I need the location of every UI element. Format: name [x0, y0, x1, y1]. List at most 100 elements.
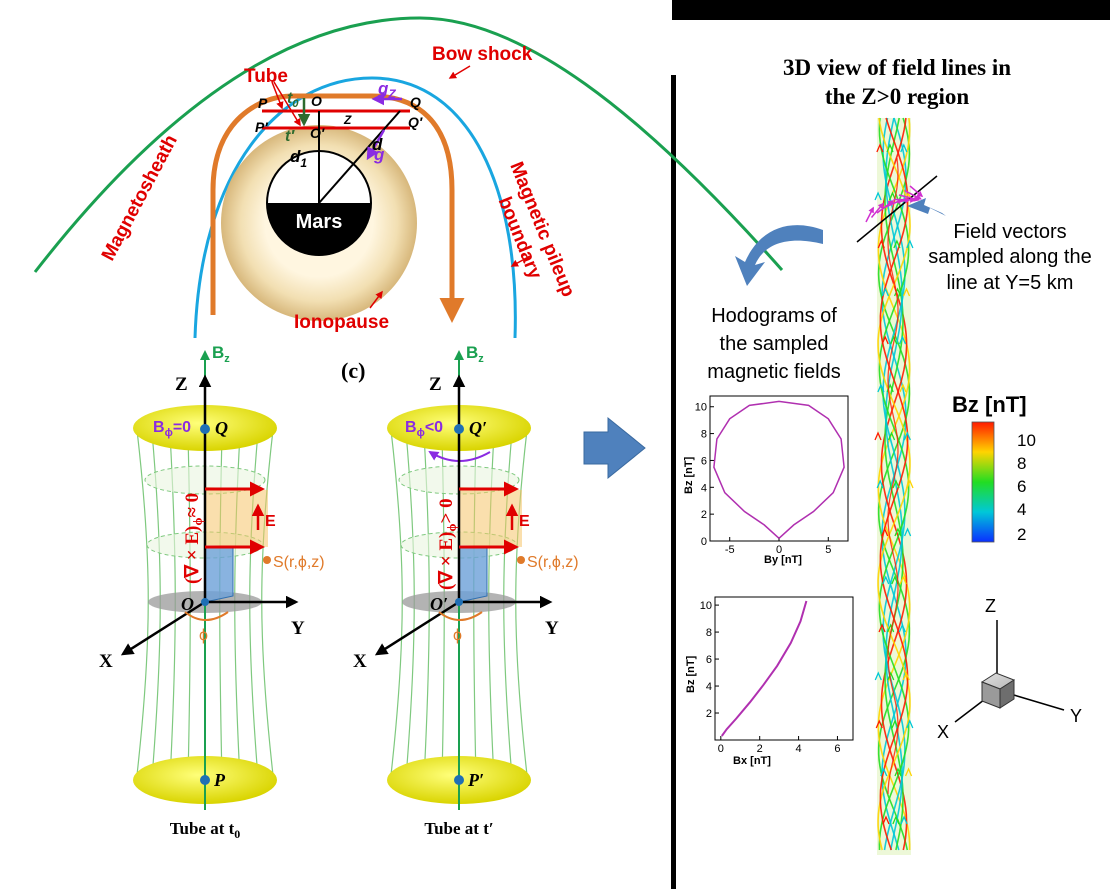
- hodogram-pointer: [735, 225, 823, 286]
- tube-left-phi-arc: [184, 611, 229, 621]
- field-vectors: [865, 185, 924, 223]
- field-line-arrow: [887, 431, 896, 441]
- tube-right-p-label: P′: [467, 770, 484, 790]
- hodogram-ytick-label: 4: [701, 482, 707, 494]
- mars-label: Mars: [296, 211, 343, 233]
- mpb-pointer: [510, 255, 531, 267]
- hodogram-bottom-xlabel: Bx [nT]: [733, 755, 771, 767]
- tube-label: Tube: [244, 66, 288, 87]
- bow-shock-label: Bow shock: [432, 44, 533, 65]
- tube-left-caption: Tube at t0: [170, 819, 241, 841]
- tube-right-bphi-label: Bϕ<0: [405, 419, 443, 439]
- tube-right: Bz Z Y X Bϕ<0 Q′ O′ P′ (∇ × E)ϕ> 0 E S(r…: [353, 343, 579, 838]
- radius-d: [318, 110, 401, 204]
- tube-left-region: [205, 487, 268, 547]
- field-line-arrow: [892, 815, 900, 825]
- field-line-arrow: [891, 575, 899, 585]
- field-line-arrow: [899, 383, 907, 393]
- panel-divider: [671, 75, 676, 889]
- field-line-arrow: [881, 335, 889, 345]
- colorbar-tick: 8: [1017, 454, 1026, 473]
- tube-left-phi-label: ϕ: [199, 627, 208, 644]
- tube-right-bz-label: Bz: [466, 343, 484, 365]
- mpb-label: Magnetic pileup boundary: [494, 159, 579, 300]
- panel-transition-arrow: [583, 416, 646, 480]
- mpb-curve: [193, 76, 517, 339]
- view3d-title-line1: 3D view of field lines in: [783, 55, 1011, 80]
- field-vectors-pointer: [907, 198, 946, 216]
- field-line: [881, 117, 907, 851]
- hodogram-ytick-label: 6: [701, 455, 707, 467]
- hodogram-xtick-label: 5: [825, 544, 831, 556]
- hodogram-ytick-label: 6: [706, 654, 712, 666]
- field-line-arrow: [891, 719, 899, 729]
- field-vector: [909, 185, 924, 198]
- label-t0: t0: [287, 90, 299, 110]
- tube-left-bz-label: Bz: [212, 343, 230, 365]
- triad-cube-side: [999, 679, 1015, 709]
- tube-right-x-label: X: [353, 651, 367, 672]
- tube-left-o-label: O: [181, 594, 194, 614]
- tube-right-region: [459, 487, 522, 547]
- field-vector: [865, 206, 874, 223]
- svg-text:the sampled: the sampled: [720, 333, 829, 355]
- field-line-arrow: [900, 143, 908, 153]
- colorbar-tick: 10: [1017, 431, 1036, 450]
- label-d: d: [372, 135, 383, 154]
- field-line-arrow: [903, 431, 911, 441]
- tube-right-o-label: O′: [430, 594, 448, 614]
- field-line-arrow: [881, 287, 889, 297]
- field-line-arrow: [903, 527, 912, 537]
- orientation-triad: Z Y X: [937, 596, 1082, 742]
- tube-right-y-label: Y: [545, 618, 559, 639]
- tube-right-s-label: S(r,ϕ,z): [527, 554, 579, 571]
- svg-text:sampled along the: sampled along the: [928, 246, 1091, 268]
- field-vector: [870, 202, 884, 218]
- hodogram-ytick-label: 10: [695, 402, 707, 414]
- field-line-arrow: [874, 671, 882, 681]
- tube-left: Bz Z Y X Bϕ=0 Q O P (∇ × E)ϕ≈ 0 E S(r,ϕ,…: [99, 343, 325, 841]
- tube-right-curl-label: (∇ × E)ϕ> 0: [436, 498, 459, 590]
- bow-shock-curve: [33, 16, 784, 273]
- svg-text:Hodograms of: Hodograms of: [711, 305, 837, 327]
- tube-left-bphi-label: Bϕ=0: [153, 419, 191, 439]
- label-Q: Q: [410, 94, 421, 110]
- field-line-arrow: [876, 143, 884, 153]
- field-line: [884, 117, 904, 851]
- field-line-arrow: [890, 335, 898, 345]
- field-line: [877, 117, 911, 851]
- label-g: g: [373, 145, 385, 164]
- svg-text:magnetic fields: magnetic fields: [707, 361, 840, 383]
- label-Z: Z: [343, 113, 352, 127]
- hodogram-ytick-label: 4: [706, 681, 712, 693]
- tube-left-e-label: E: [265, 513, 276, 530]
- hodogram-ytick-label: 2: [706, 708, 712, 720]
- field-line-arrow: [902, 671, 910, 681]
- flux-tube-fieldlines: [874, 117, 914, 855]
- field-line-arrow: [899, 575, 907, 585]
- hodogram-top-xlabel: By [nT]: [764, 554, 802, 566]
- field-line-arrow: [886, 143, 894, 153]
- label-Qp: Q′: [408, 114, 423, 130]
- colorbar-title: Bz [nT]: [952, 392, 1027, 417]
- magnetosheath-label: Magnetosheath: [98, 131, 182, 264]
- field-line-arrow: [877, 239, 885, 249]
- triad-x-label: X: [937, 722, 949, 742]
- field-line-arrow: [906, 479, 914, 489]
- field-line-arrow: [898, 623, 906, 633]
- tube-right-q-label: Q′: [469, 418, 487, 438]
- tube-right-plane: [458, 546, 488, 603]
- hodogram-top-curve: [713, 400, 845, 539]
- hodogram-xtick-label: 0: [718, 743, 724, 755]
- ionopause-pointer: [369, 290, 383, 309]
- field-line: [880, 117, 908, 851]
- colorbar-tick: 4: [1017, 500, 1026, 519]
- tube-right-z-label: Z: [429, 374, 442, 395]
- field-line-arrow: [904, 767, 913, 777]
- tube-right-e-label: E: [519, 513, 530, 530]
- field-line-arrow: [894, 527, 902, 537]
- bow-shock-pointer: [448, 65, 471, 79]
